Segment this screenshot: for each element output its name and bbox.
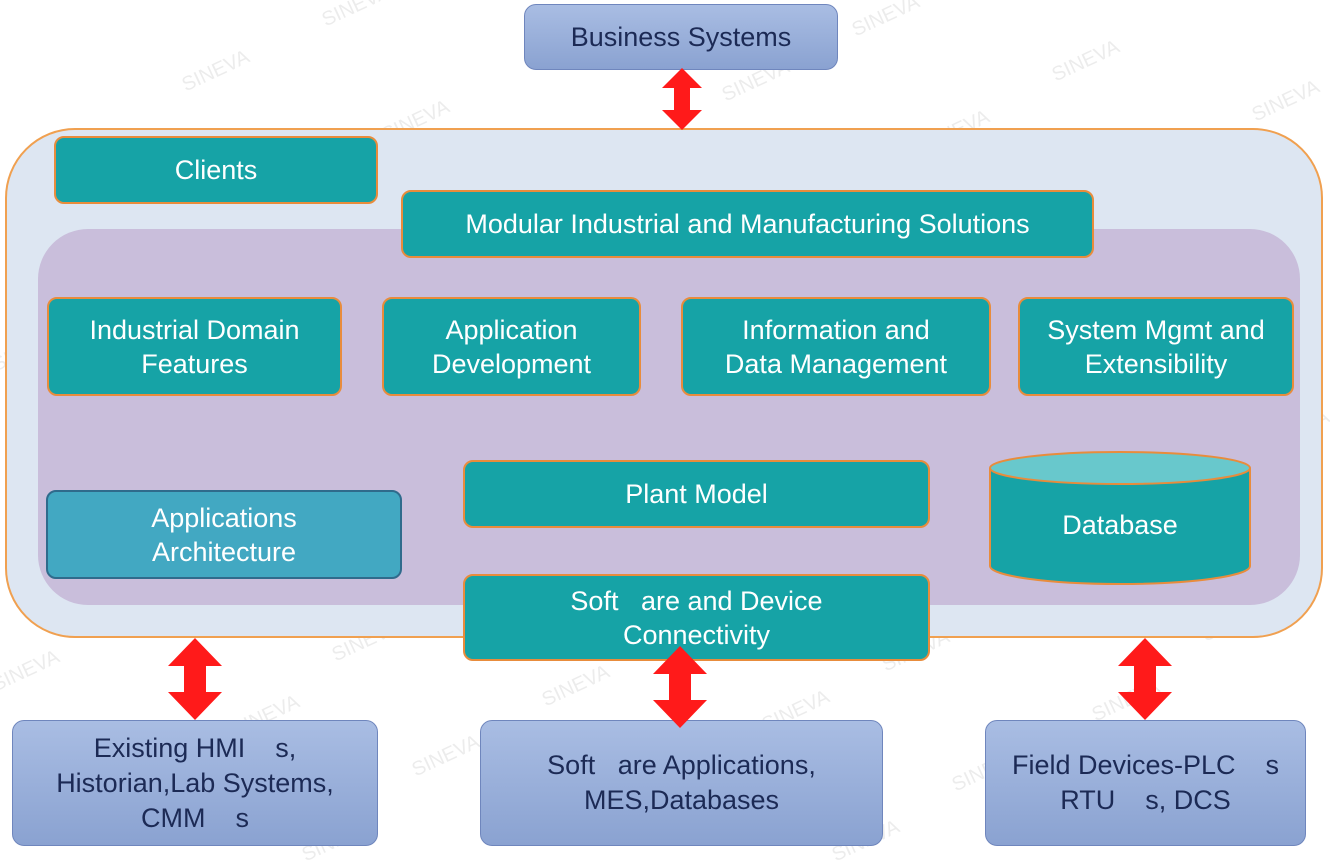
bottom-box-label: Existing HMI s, Historian,Lab Systems, C… [56, 732, 334, 833]
double-arrow-icon [168, 638, 222, 720]
database-label-wrap: Database [988, 490, 1252, 560]
bottom-box-field-devices: Field Devices-PLC s RTU s, DCS [985, 720, 1306, 846]
feature-box-application-development: Application Development [382, 297, 641, 396]
database-cylinder [989, 451, 1251, 585]
watermark-text: SINEVA [1048, 35, 1123, 87]
watermark-text: SINEVA [538, 660, 613, 712]
watermark-text: SINEVA [0, 645, 63, 697]
connectivity-box: Soft are and Device Connectivity [463, 574, 930, 661]
feature-label: Information and Data Management [724, 314, 948, 379]
feature-label: Industrial Domain Features [89, 314, 300, 379]
clients-box: Clients [54, 136, 378, 204]
modular-solutions-label: Modular Industrial and Manufacturing Sol… [465, 209, 1030, 239]
double-arrow-icon [1118, 638, 1172, 720]
double-arrow-icon [653, 646, 707, 728]
watermark-text: SINEVA [318, 0, 393, 32]
watermark-text: SINEVA [1248, 75, 1323, 127]
applications-architecture-label: Applications Architecture [151, 502, 297, 567]
plant-model-box: Plant Model [463, 460, 930, 528]
bottom-box-label: Field Devices-PLC s RTU s, DCS [1011, 750, 1280, 815]
business-systems-label: Business Systems [570, 21, 792, 52]
bottom-box-existing-hmi: Existing HMI s, Historian,Lab Systems, C… [12, 720, 378, 846]
watermark-text: SINEVA [848, 0, 923, 42]
business-systems-box: Business Systems [524, 4, 838, 70]
double-arrow-icon [662, 68, 702, 130]
bottom-box-software-applications: Soft are Applications, MES,Databases [480, 720, 883, 846]
feature-label: Application Development [431, 314, 592, 379]
feature-label: System Mgmt and Extensibility [1047, 314, 1265, 379]
bottom-box-label: Soft are Applications, MES,Databases [547, 750, 816, 815]
feature-box-system-mgmt: System Mgmt and Extensibility [1018, 297, 1294, 396]
modular-solutions-box: Modular Industrial and Manufacturing Sol… [401, 190, 1094, 258]
plant-model-label: Plant Model [625, 479, 768, 509]
watermark-text: SINEVA [178, 45, 253, 97]
connectivity-label: Soft are and Device Connectivity [570, 585, 823, 650]
feature-box-information-data: Information and Data Management [681, 297, 991, 396]
applications-architecture-box: Applications Architecture [46, 490, 402, 579]
database-label: Database [1062, 509, 1178, 540]
feature-box-industrial-domain: Industrial Domain Features [47, 297, 342, 396]
clients-label: Clients [174, 155, 258, 185]
watermark-text: SINEVA [408, 730, 483, 782]
